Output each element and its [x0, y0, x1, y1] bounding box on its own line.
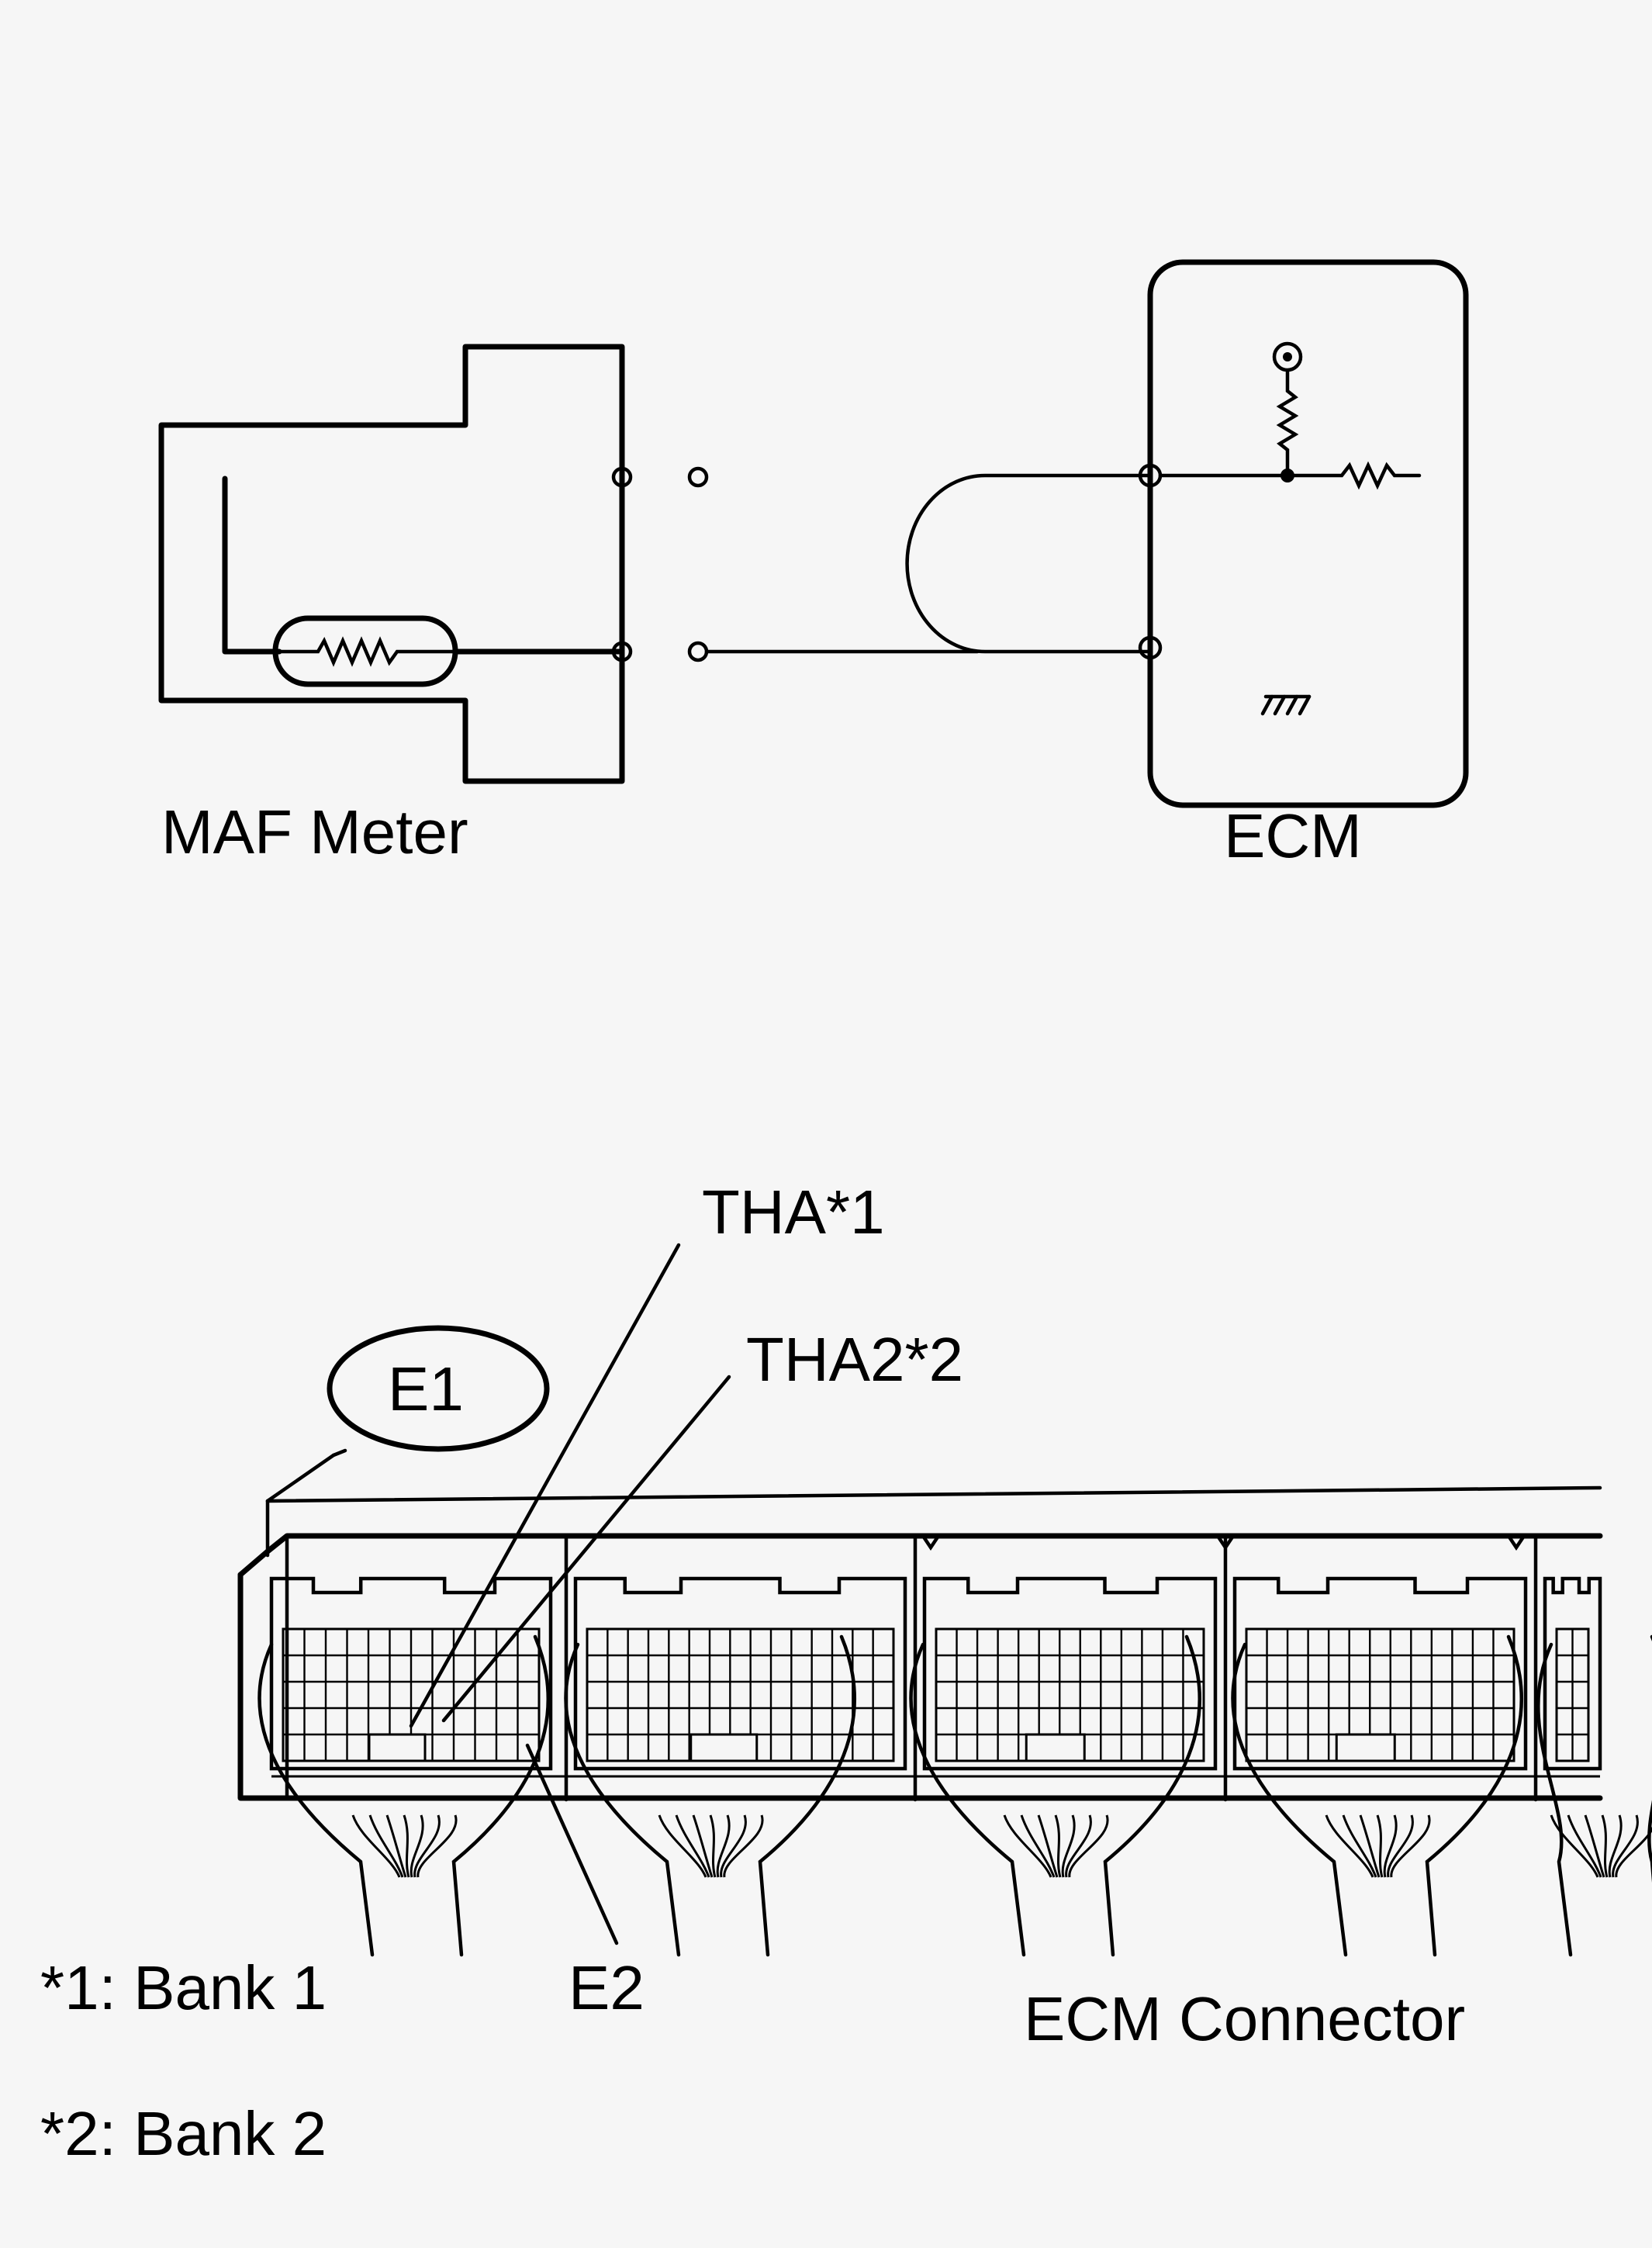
connector-faces [269, 1576, 1602, 1771]
ecm-connector-drawing [237, 1453, 1603, 1802]
ecm-symbol [1138, 259, 1469, 808]
ecm-connector-label: ECM Connector [1024, 1984, 1465, 2053]
harness-wire [704, 473, 1153, 654]
connector-block [1543, 1576, 1602, 1771]
maf-meter-label: MAF Meter [161, 797, 468, 866]
connector-block [573, 1576, 907, 1771]
ecm-ground-icon [1260, 694, 1312, 716]
harness-connector-pins [687, 466, 709, 662]
tha1-label: THA*1 [702, 1178, 885, 1247]
connector-block [269, 1576, 553, 1771]
connector-block [922, 1576, 1218, 1771]
e1-label: E1 [388, 1354, 464, 1423]
leader-lines [409, 1243, 731, 1945]
maf-meter-symbol [158, 344, 633, 784]
e1-callout: E1 [327, 1325, 550, 1458]
wire-bundle [1536, 1634, 1652, 1957]
note-bank-1: *1: Bank 1 [40, 1953, 327, 2022]
wire-bundle [909, 1634, 1201, 1957]
tha2-label: THA2*2 [746, 1325, 963, 1394]
wire-bundle [257, 1634, 550, 1957]
ecm-series-resistor [1285, 461, 1422, 490]
wire-bundle [1231, 1634, 1523, 1957]
note-bank-2: *2: Bank 2 [40, 2099, 327, 2168]
wire-bundle [564, 1634, 856, 1957]
wire-bundles [257, 1634, 1652, 1957]
connector-block [1232, 1576, 1528, 1771]
e2-label: E2 [569, 1953, 645, 2022]
ecm-pullup-resistor [1276, 368, 1299, 478]
ecm-label: ECM [1224, 801, 1362, 870]
ecm-5v-supply-icon [1272, 341, 1303, 372]
maf-heater-resistor [277, 636, 458, 667]
